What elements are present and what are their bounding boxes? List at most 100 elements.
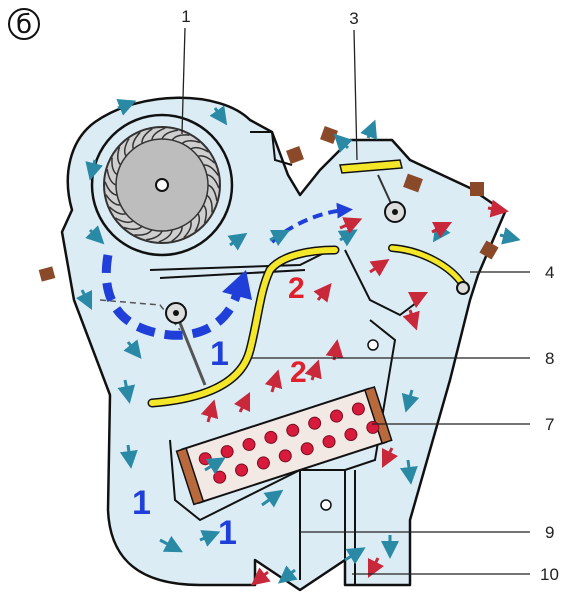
callout-10: 10 xyxy=(540,565,559,584)
flow-arrow xyxy=(431,221,453,239)
heater-tube xyxy=(256,456,270,470)
warm-airflow-arrows xyxy=(200,199,509,586)
flow-arrow xyxy=(333,133,353,153)
fan-blade xyxy=(190,146,209,153)
fan-blade xyxy=(108,206,127,215)
blower-fan xyxy=(90,113,234,257)
heater-tube xyxy=(264,430,278,444)
flow-arrow xyxy=(367,557,385,579)
callout-4: 4 xyxy=(545,263,554,282)
flow-arrow xyxy=(119,444,138,469)
flow-arrow xyxy=(261,489,284,508)
flow-arrow xyxy=(344,547,366,565)
figure-marker-letter: б xyxy=(16,10,32,40)
heater-tube xyxy=(300,442,314,456)
right-flap xyxy=(388,244,470,295)
flow-arrow xyxy=(159,535,183,553)
flow-arrow xyxy=(401,389,420,413)
fan-blade xyxy=(171,134,190,141)
cold-airflow-arrows xyxy=(75,98,521,584)
flow-arrow xyxy=(499,227,521,245)
flow-arrow xyxy=(304,359,322,381)
flow-arrow xyxy=(200,399,219,423)
heater-tube xyxy=(330,409,344,423)
fan-blade xyxy=(105,194,121,206)
zone-label-warm-2: 2 xyxy=(290,356,307,389)
flow-arrow xyxy=(123,339,142,360)
fan-blade xyxy=(202,204,207,224)
fan-blade xyxy=(203,164,219,176)
heater-tube xyxy=(344,428,358,442)
flow-arrow xyxy=(313,282,332,303)
fan-blade xyxy=(171,226,183,242)
heater-tube xyxy=(322,435,336,449)
flow-arrow xyxy=(369,259,390,277)
callout-9: 9 xyxy=(545,523,554,542)
fan-blade xyxy=(134,229,153,236)
flow-arrow xyxy=(233,391,251,413)
callout-3: 3 xyxy=(349,9,358,28)
flow-arrow xyxy=(227,232,248,251)
flow-arrow xyxy=(381,447,399,469)
flow-arrow xyxy=(337,229,358,247)
flow-arrow xyxy=(269,229,291,247)
figure-marker: б xyxy=(8,8,40,40)
fan-blade xyxy=(151,127,166,141)
flow-arrow xyxy=(209,105,228,126)
flow-arrow xyxy=(204,457,226,475)
zone-label-cold-1: 1 xyxy=(210,335,229,373)
heater-tube xyxy=(278,449,292,463)
fan-blade xyxy=(197,155,216,164)
fan-blade xyxy=(206,174,220,189)
fan-blade xyxy=(132,131,141,150)
flow-arrow xyxy=(399,459,418,485)
fan-blade xyxy=(117,146,122,166)
heater-tube xyxy=(308,416,322,430)
fan-blade xyxy=(181,140,201,145)
fan-blade xyxy=(146,230,163,241)
flow-arrow xyxy=(85,225,105,245)
fan-blade xyxy=(141,128,153,144)
fan-blade xyxy=(111,157,118,176)
leader-lines xyxy=(181,27,530,575)
fan-blade xyxy=(207,184,218,201)
fan-blade xyxy=(183,220,192,239)
top-flap xyxy=(339,159,406,223)
flow-arrow xyxy=(264,369,283,393)
heater-tube xyxy=(220,445,234,459)
fan-blade xyxy=(194,213,201,232)
fan-blade xyxy=(104,181,118,196)
zone-label-warm-1: 2 xyxy=(288,272,305,305)
flow-arrow xyxy=(75,289,93,311)
callout-1: 1 xyxy=(181,7,190,26)
heater-tube xyxy=(242,437,256,451)
flow-arrow xyxy=(199,530,221,547)
flow-arrow xyxy=(116,98,137,116)
fan-blade xyxy=(123,138,130,157)
mixing-flap xyxy=(147,245,340,408)
flow-arrow xyxy=(250,567,271,586)
flow-arrow xyxy=(117,379,136,404)
fan-blade xyxy=(158,229,173,243)
fan-blade xyxy=(161,129,178,140)
zone-label-cold-3: 1 xyxy=(218,514,237,552)
flow-arrow xyxy=(277,565,298,584)
callout-7: 7 xyxy=(545,415,554,434)
heater-tube xyxy=(351,402,365,416)
heater-tube xyxy=(235,463,249,477)
flow-arrow xyxy=(360,119,378,140)
flow-arrow xyxy=(85,159,103,181)
heater-tube xyxy=(286,423,300,437)
fan-blade xyxy=(106,169,117,186)
fan-blade xyxy=(123,225,143,230)
flow-arrow xyxy=(339,217,363,234)
flow-arrow xyxy=(407,291,429,309)
fan-blade xyxy=(115,217,134,224)
flow-arrow xyxy=(487,199,509,218)
air-outlet-nozzles xyxy=(38,126,499,282)
callout-8: 8 xyxy=(545,349,554,368)
zone-label-cold-2: 1 xyxy=(132,484,151,522)
fan-blade xyxy=(206,194,213,213)
flow-arrow xyxy=(402,309,420,331)
